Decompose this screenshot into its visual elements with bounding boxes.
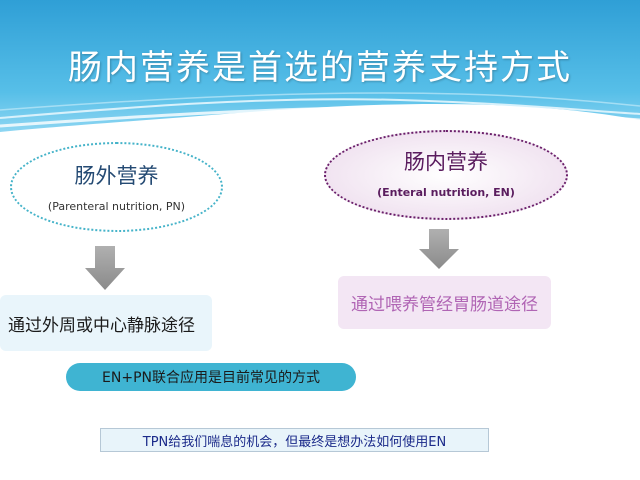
parenteral-nutrition-label: 肠外营养	[74, 164, 159, 188]
parenteral-nutrition-ellipse: 肠外营养 (Parenteral nutrition, PN)	[10, 142, 223, 232]
enteral-nutrition-label: 肠内营养	[404, 150, 488, 174]
parenteral-nutrition-english: (Parenteral nutrition, PN)	[47, 200, 186, 213]
tpn-note: TPN给我们喘息的机会，但最终是想办法如何使用EN	[100, 428, 489, 452]
header-wave-graphic	[0, 0, 640, 132]
enteral-nutrition-ellipse: 肠内营养 (Enteral nutrition, EN)	[324, 130, 568, 220]
parenteral-route-box: 通过外周或中心静脉途径	[0, 295, 212, 351]
arrow-down-icon	[85, 246, 125, 290]
combined-usage-note: EN+PN联合应用是目前常见的方式	[66, 363, 356, 391]
enteral-nutrition-english: (Enteral nutrition, EN)	[377, 186, 515, 199]
slide-header: 肠内营养是首选的营养支持方式	[0, 0, 640, 140]
enteral-route-box: 通过喂养管经胃肠道途径	[338, 276, 551, 329]
slide-title: 肠内营养是首选的营养支持方式	[68, 48, 572, 88]
arrow-down-icon	[419, 229, 459, 269]
